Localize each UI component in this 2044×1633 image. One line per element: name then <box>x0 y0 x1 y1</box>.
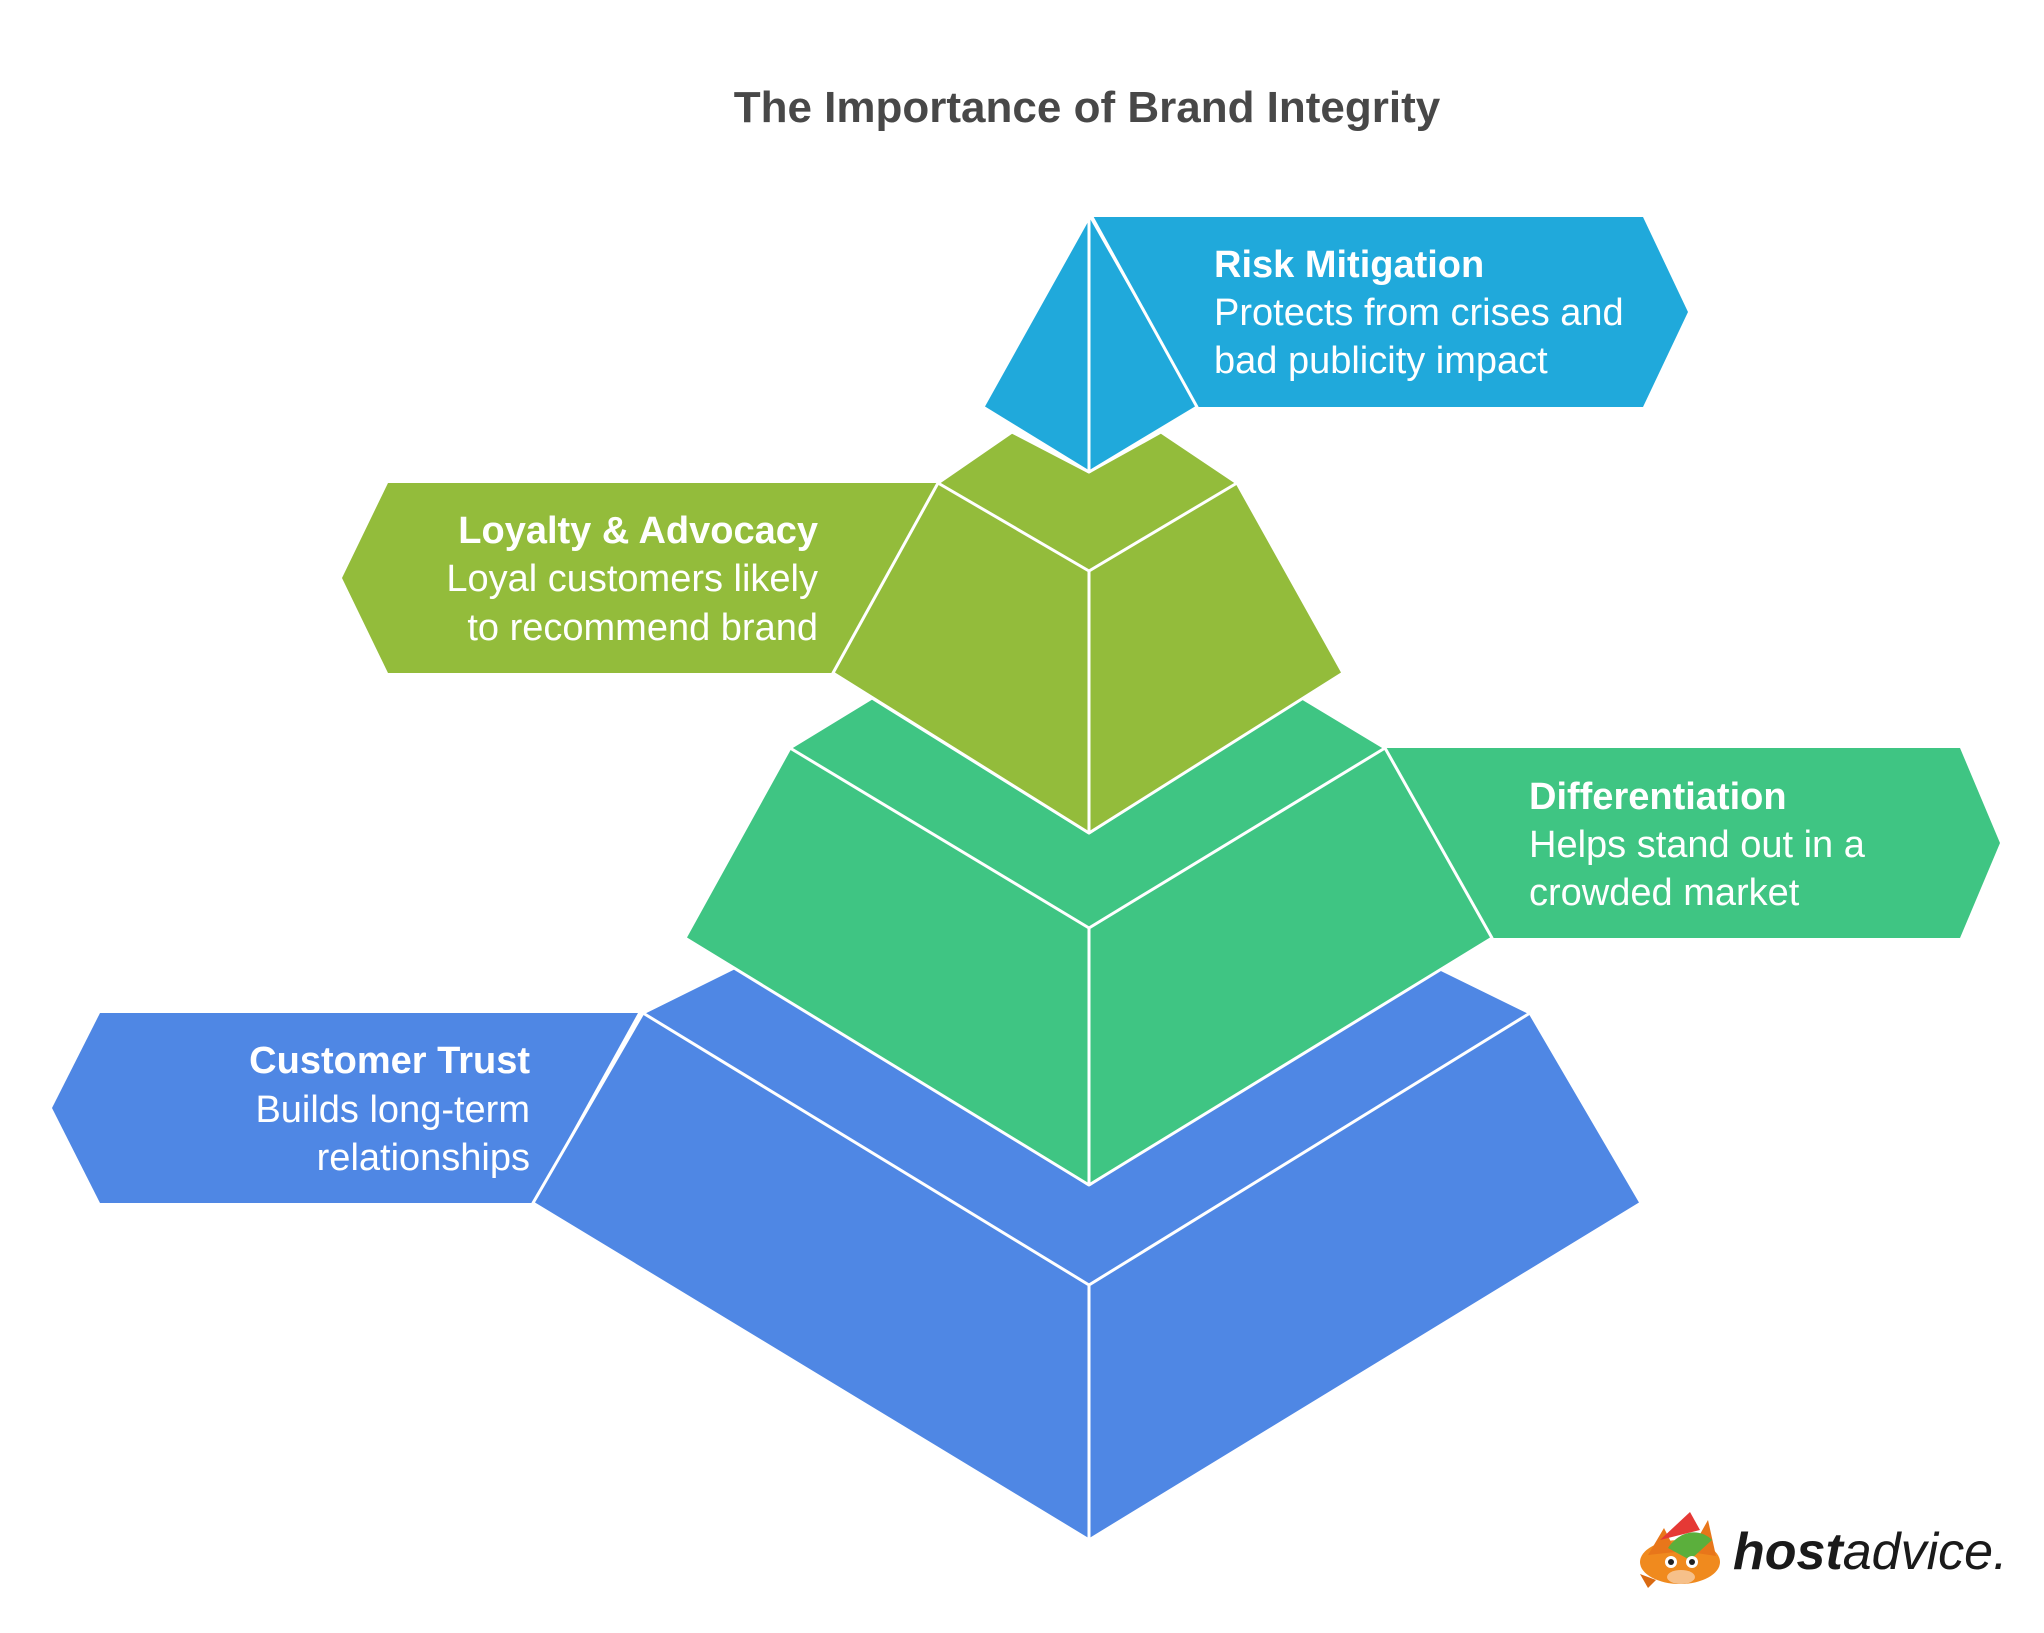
pyramid-face-loyalty-advocacy-back <box>938 432 1237 571</box>
label-desc-customer-trust-line-2: relationships <box>317 1137 530 1179</box>
logo-word-advice: advice <box>1843 1523 1993 1581</box>
level-risk-mitigation: Risk Mitigation Protects from crises and… <box>981 216 1688 474</box>
diagram-title: The Importance of Brand Integrity <box>734 83 1441 132</box>
level-differentiation: Differentiation Helps stand out in a cro… <box>683 696 2000 1187</box>
logo-wordmark: hostadvice. <box>1733 1523 2008 1581</box>
pyramid-face-loyalty-advocacy-right <box>1089 483 1343 833</box>
pyramid-face-loyalty-advocacy-left <box>833 483 1089 833</box>
label-box-risk-mitigation <box>1092 217 1688 407</box>
label-desc-differentiation-line-1: Helps stand out in a <box>1529 824 1866 866</box>
level-customer-trust: Customer Trust Builds long-term relation… <box>52 961 1643 1542</box>
label-box-loyalty-advocacy <box>342 483 938 673</box>
label-box-customer-trust <box>52 1013 638 1203</box>
label-desc-risk-mitigation-line-1: Protects from crises and <box>1214 292 1624 334</box>
pyramid-face-differentiation-right <box>1089 748 1492 1185</box>
pyramid-face-risk-mitigation-left <box>983 217 1089 472</box>
pyramid-face-risk-mitigation-right <box>1089 217 1197 472</box>
label-title-risk-mitigation: Risk Mitigation <box>1214 244 1484 286</box>
logo-word-host: host <box>1733 1523 1845 1581</box>
pyramid-face-customer-trust-left <box>533 1013 1089 1540</box>
pyramid-face-differentiation-left <box>685 748 1089 1185</box>
label-box-differentiation <box>1385 748 2000 938</box>
label-desc-risk-mitigation-line-2: bad publicity impact <box>1214 340 1548 382</box>
label-desc-loyalty-advocacy-line-1: Loyal customers likely <box>446 558 818 600</box>
label-title-customer-trust: Customer Trust <box>249 1040 530 1082</box>
label-desc-customer-trust-line-1: Builds long-term <box>255 1089 530 1131</box>
logo-dot: . <box>1993 1523 2007 1581</box>
fox-mascot-icon <box>1640 1512 1720 1588</box>
label-title-loyalty-advocacy: Loyalty & Advocacy <box>458 510 818 552</box>
label-title-differentiation: Differentiation <box>1529 776 1787 818</box>
pyramid-face-differentiation-back <box>790 698 1385 928</box>
label-desc-loyalty-advocacy-line-2: to recommend brand <box>467 607 818 649</box>
level-loyalty-advocacy: Loyalty & Advocacy Loyal customers likel… <box>342 430 1345 835</box>
hostadvice-logo: hostadvice. <box>1640 1512 2008 1588</box>
label-desc-differentiation-line-2: crowded market <box>1529 872 1800 914</box>
pyramid-face-customer-trust-right <box>1089 1013 1641 1540</box>
